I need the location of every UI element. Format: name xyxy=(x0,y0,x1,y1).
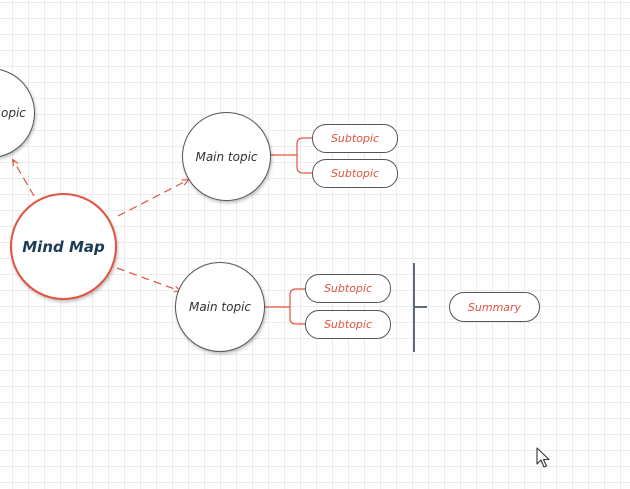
subtopic-node-1-2[interactable]: Subtopic xyxy=(312,159,398,188)
summary-node[interactable]: Summary xyxy=(449,292,540,322)
subtopic-node-1-1[interactable]: Subtopic xyxy=(312,124,398,153)
offscreen-topic-node[interactable]: opic xyxy=(0,68,35,158)
subtopic-label-2-2: Subtopic xyxy=(323,318,373,331)
mouse-pointer-icon xyxy=(536,447,550,468)
connector-root-main-topic-2 xyxy=(116,267,180,291)
subtopic-node-2-1[interactable]: Subtopic xyxy=(305,274,391,303)
connector-main-topic-2-subtopics xyxy=(265,288,305,325)
main-topic-node-1[interactable]: Main topic xyxy=(182,112,271,201)
main-topic-node-2[interactable]: Main topic xyxy=(175,262,265,352)
connector-root-offscreen-topic xyxy=(13,160,35,197)
main-topic-label-1: Main topic xyxy=(195,149,258,164)
connector-root-main-topic-1 xyxy=(117,180,188,217)
root-label: Mind Map xyxy=(22,237,105,256)
subtopic-label-2-1: Subtopic xyxy=(323,282,373,295)
summary-label: Summary xyxy=(467,300,522,314)
subtopic-label-1-2: Subtopic xyxy=(330,167,380,180)
connector-main-topic-1-subtopics xyxy=(271,137,312,174)
offscreen-topic-label: opic xyxy=(1,106,26,120)
root-node[interactable]: Mind Map xyxy=(10,193,117,300)
main-topic-label-2: Main topic xyxy=(188,300,252,314)
summary-bracket xyxy=(413,263,427,352)
subtopic-label-1-1: Subtopic xyxy=(330,132,380,145)
subtopic-node-2-2[interactable]: Subtopic xyxy=(305,310,391,339)
